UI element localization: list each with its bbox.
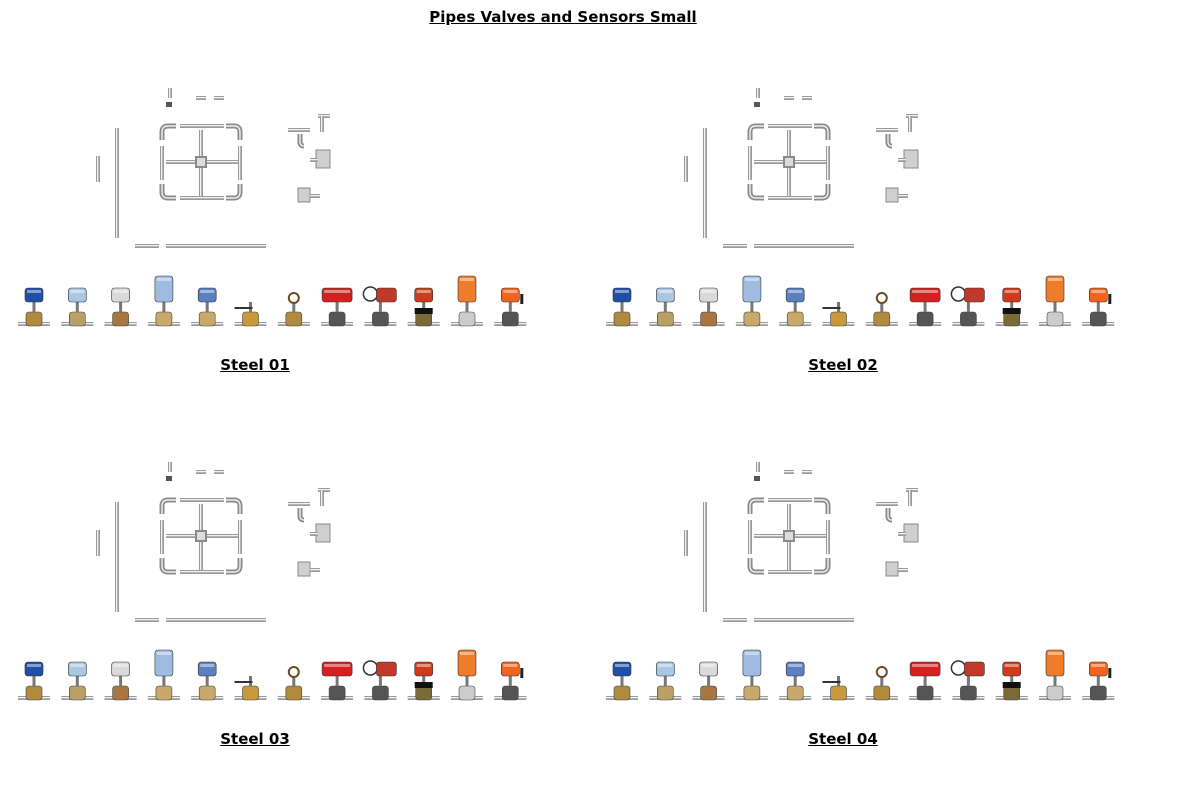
light-blue-zone-valve-icon — [649, 287, 682, 327]
blue-actuator-valve-icon — [18, 661, 50, 701]
red-handwheel-gear-valve-icon — [950, 660, 985, 701]
panel-label: Steel 04 — [808, 730, 878, 748]
orange-linear-actuator-valve-icon — [451, 649, 483, 701]
grey-actuator-valve-icon — [104, 287, 137, 327]
pipe-assortment — [684, 88, 919, 248]
orange-linear-actuator-valve-icon — [451, 275, 483, 327]
panel-label: Steel 02 — [808, 356, 878, 374]
blue-actuator-valve-icon — [606, 287, 638, 327]
red-actuator-butterfly-valve-icon — [909, 287, 942, 327]
page-title: Pipes Valves and Sensors Small — [429, 8, 697, 26]
grey-actuator-valve-icon — [692, 287, 725, 327]
panel-steel-01: Steel 01 — [0, 0, 560, 374]
gate-valve-handwheel-icon — [865, 292, 898, 327]
red-black-actuator-valve-icon — [407, 661, 440, 701]
light-blue-linear-actuator-valve-icon — [735, 275, 768, 327]
light-blue-linear-actuator-valve-icon — [735, 649, 768, 701]
orange-rotary-actuator-valve-icon — [494, 287, 527, 327]
orange-rotary-actuator-valve-icon — [1082, 661, 1115, 701]
ball-valve-lever-icon — [822, 302, 855, 327]
red-black-actuator-valve-icon — [407, 287, 440, 327]
pipe-assortment — [684, 462, 919, 622]
panel-steel-02: Steel 02 — [588, 0, 1148, 374]
red-black-actuator-valve-icon — [995, 661, 1028, 701]
panel-steel-04: Steel 04 — [588, 374, 1148, 748]
orange-rotary-actuator-valve-icon — [1082, 287, 1115, 327]
red-handwheel-gear-valve-icon — [362, 286, 397, 327]
light-blue-zone-valve-icon — [649, 661, 682, 701]
valve-row — [18, 649, 527, 701]
blue-square-actuator-valve-icon — [191, 661, 224, 701]
red-handwheel-gear-valve-icon — [950, 286, 985, 327]
light-blue-linear-actuator-valve-icon — [147, 275, 180, 327]
blue-actuator-valve-icon — [606, 661, 638, 701]
red-actuator-butterfly-valve-icon — [321, 287, 354, 327]
valve-row — [18, 275, 527, 327]
blue-actuator-valve-icon — [18, 287, 50, 327]
valve-row — [606, 275, 1115, 327]
panel-label: Steel 03 — [220, 730, 290, 748]
blue-square-actuator-valve-icon — [779, 287, 812, 327]
gate-valve-handwheel-icon — [277, 666, 310, 701]
orange-rotary-actuator-valve-icon — [494, 661, 527, 701]
pipe-assortment — [96, 462, 331, 622]
ball-valve-lever-icon — [822, 676, 855, 701]
light-blue-zone-valve-icon — [61, 287, 94, 327]
light-blue-linear-actuator-valve-icon — [147, 649, 180, 701]
gate-valve-handwheel-icon — [865, 666, 898, 701]
pipe-assortment — [96, 88, 331, 248]
panel-label: Steel 01 — [220, 356, 290, 374]
blue-square-actuator-valve-icon — [779, 661, 812, 701]
red-actuator-butterfly-valve-icon — [321, 661, 354, 701]
gate-valve-handwheel-icon — [277, 292, 310, 327]
orange-linear-actuator-valve-icon — [1039, 649, 1071, 701]
light-blue-zone-valve-icon — [61, 661, 94, 701]
ball-valve-lever-icon — [234, 302, 267, 327]
red-handwheel-gear-valve-icon — [362, 660, 397, 701]
panel-steel-03: Steel 03 — [0, 374, 560, 748]
orange-linear-actuator-valve-icon — [1039, 275, 1071, 327]
red-actuator-butterfly-valve-icon — [909, 661, 942, 701]
blue-square-actuator-valve-icon — [191, 287, 224, 327]
red-black-actuator-valve-icon — [995, 287, 1028, 327]
grey-actuator-valve-icon — [692, 661, 725, 701]
grey-actuator-valve-icon — [104, 661, 137, 701]
valve-row — [606, 649, 1115, 701]
ball-valve-lever-icon — [234, 676, 267, 701]
